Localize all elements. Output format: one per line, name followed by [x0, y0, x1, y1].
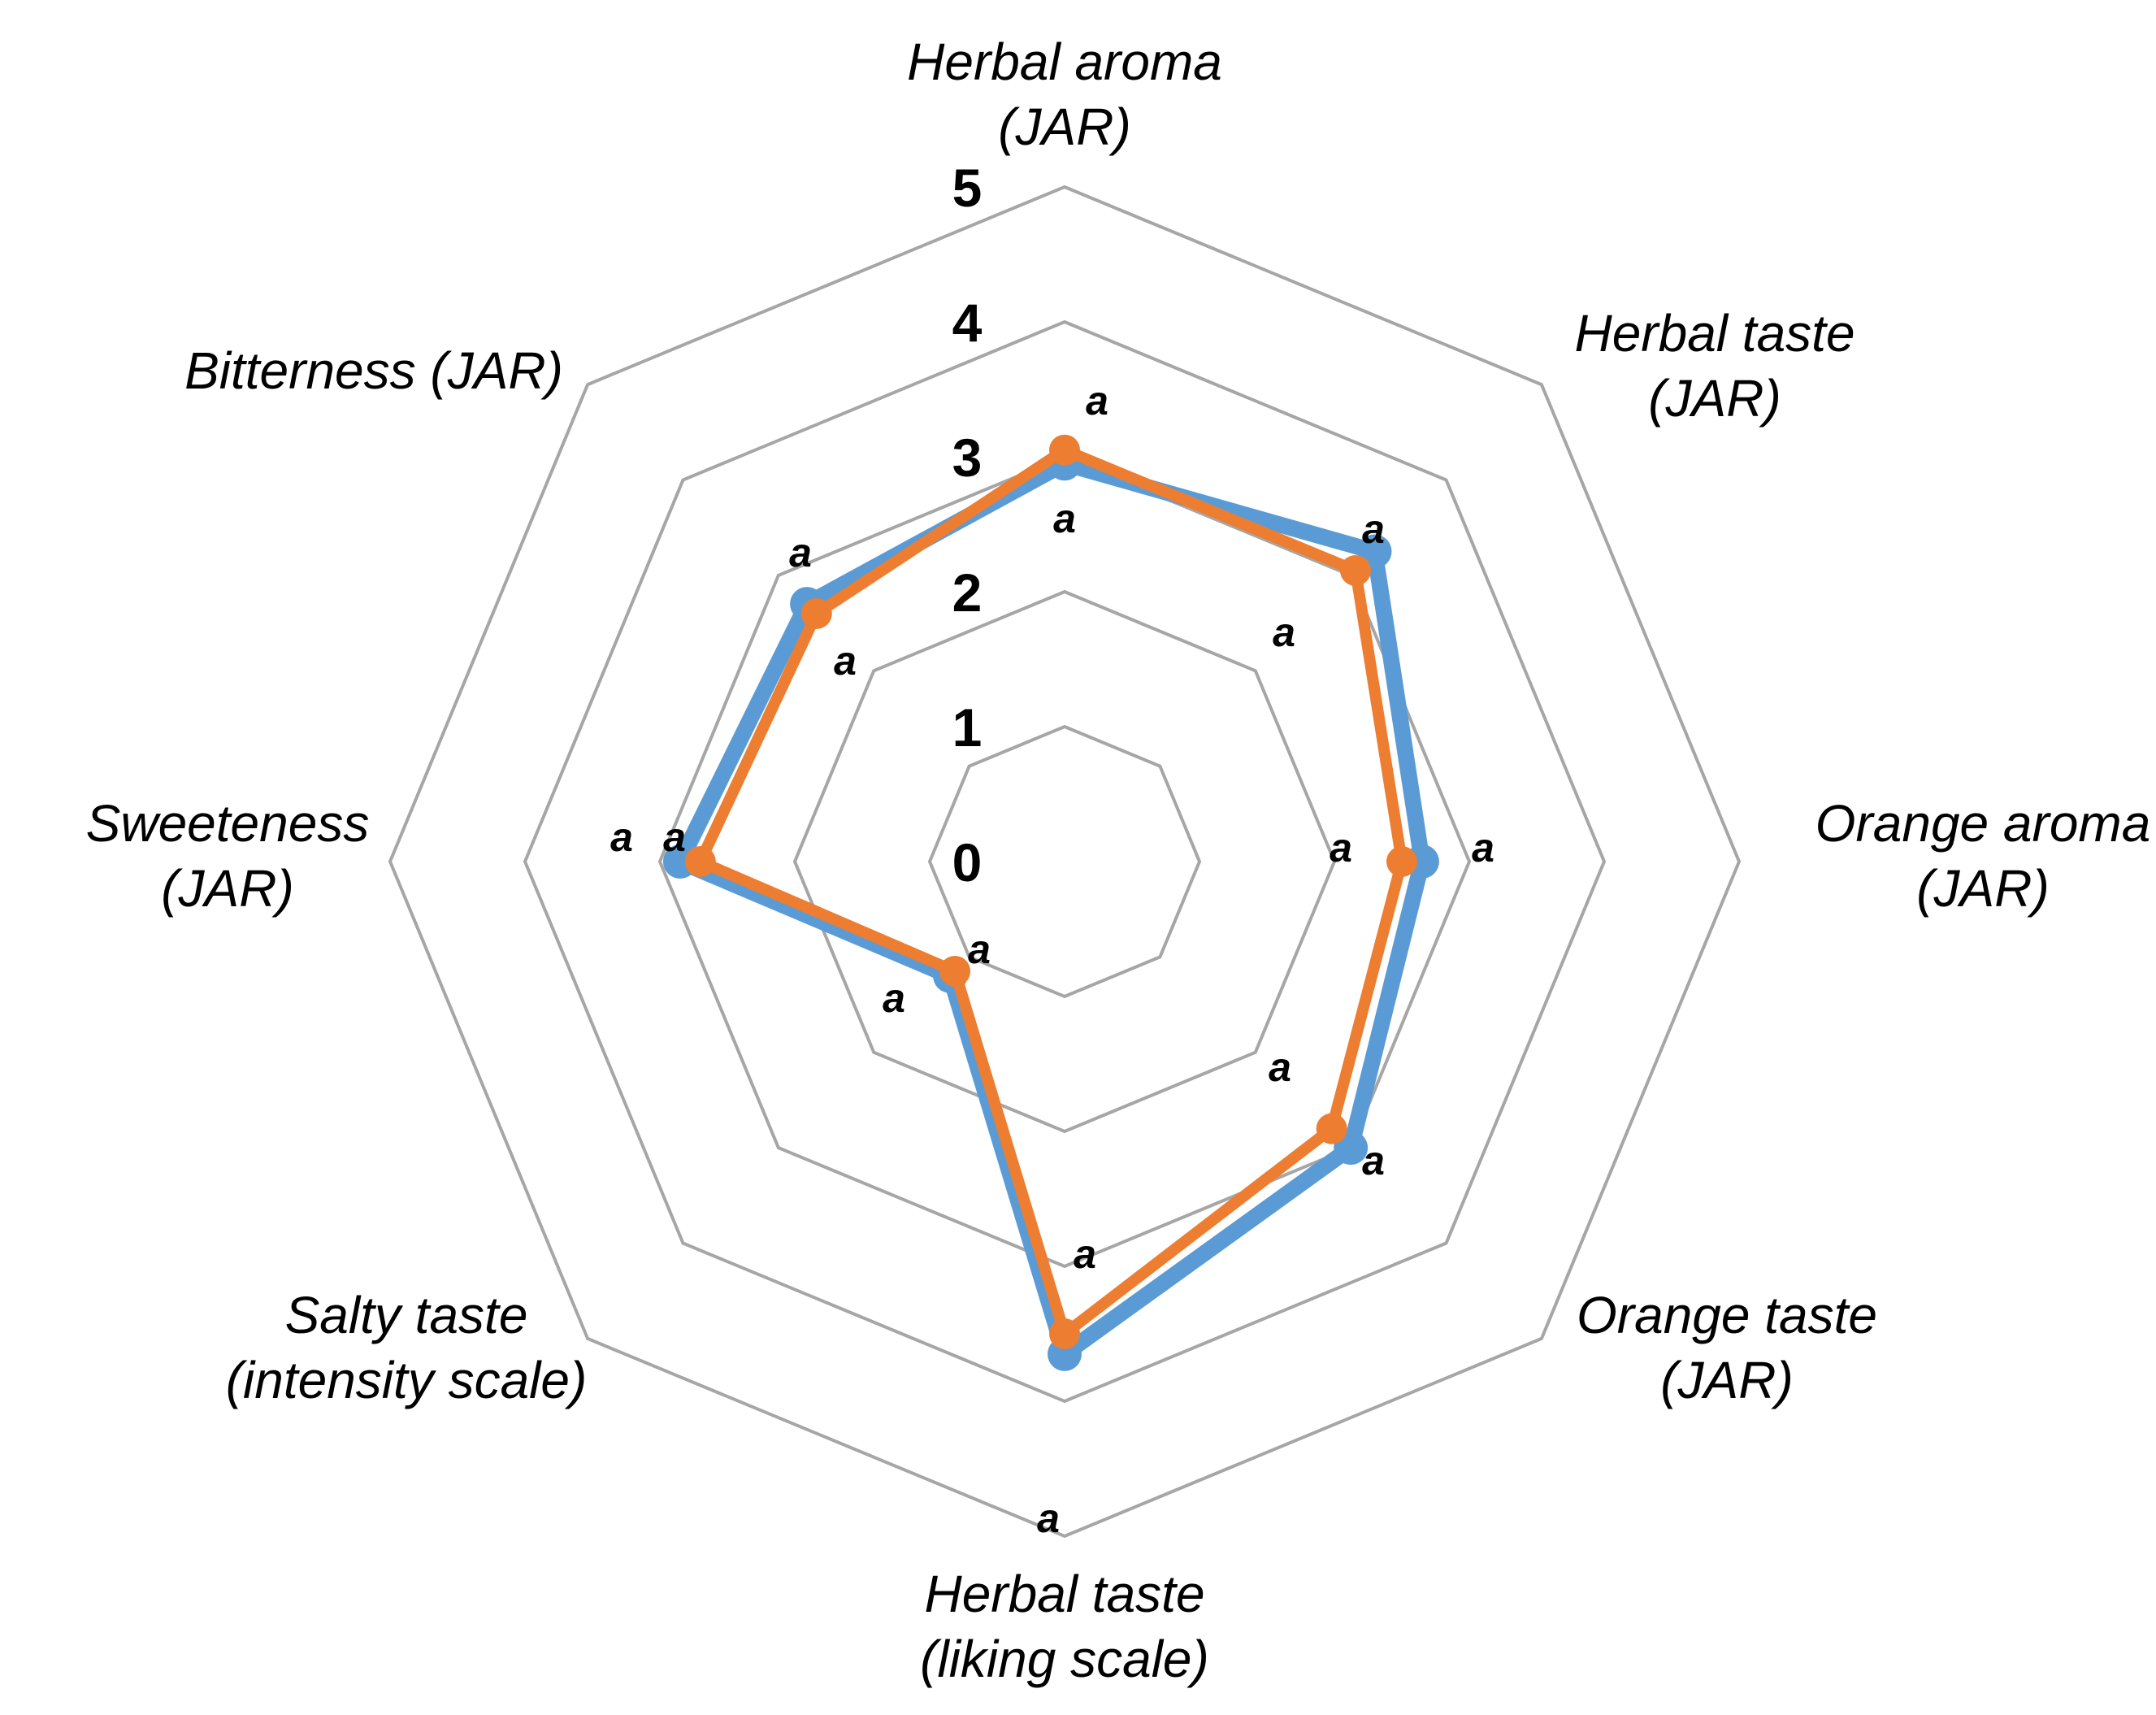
axis-label-line: Herbal taste — [924, 1565, 1204, 1623]
significance-label: a — [789, 530, 812, 575]
series-2-point — [1316, 1113, 1347, 1144]
axis-label: Orange aroma (JAR) — [1815, 794, 2151, 918]
axis-label: Herbal taste (liking scale) — [920, 1565, 1209, 1688]
tick-label: 4 — [952, 293, 983, 353]
series-2-line — [694, 444, 1408, 1339]
significance-label: a — [968, 927, 991, 972]
axis-label-line: (JAR) — [1648, 369, 1781, 428]
tick-label: 1 — [952, 697, 983, 758]
axis-label-line: Sweeteness — [86, 794, 370, 853]
axis-label-line: (liking scale) — [920, 1630, 1209, 1688]
significance-label: a — [1269, 1044, 1291, 1090]
series-2-point — [684, 846, 716, 877]
significance-label: a — [1037, 1496, 1060, 1541]
axis-label-line: Herbal taste — [1574, 304, 1855, 363]
axis-label: Sweeteness (JAR) — [86, 794, 370, 918]
axis-label: Herbal aroma (JAR) — [907, 33, 1222, 156]
series-2-point — [1386, 846, 1417, 877]
axis-label-line: Herbal aroma — [907, 33, 1222, 91]
significance-label: a — [1362, 506, 1385, 552]
axis-label-line: (JAR) — [161, 859, 294, 918]
axis-label-line: Salty taste — [285, 1286, 528, 1344]
significance-label: a — [883, 975, 905, 1021]
tick-label: 2 — [952, 562, 983, 623]
axis-label-line: Bitterness (JAR) — [184, 341, 563, 400]
axis-label-line: (JAR) — [1916, 859, 2050, 918]
significance-label: a — [1074, 1231, 1096, 1277]
grid-ring-4 — [523, 319, 1607, 1404]
tick-label: 5 — [952, 158, 983, 218]
grid-ring-5 — [388, 185, 1742, 1539]
axis-label-line: Orange taste — [1577, 1286, 1877, 1344]
grid-ring-1 — [927, 724, 1202, 999]
series-2-point — [939, 955, 971, 987]
axis-label-line: (JAR) — [1660, 1351, 1794, 1409]
series-2-point — [1049, 434, 1080, 466]
significance-label: a — [1273, 610, 1295, 655]
series-2-point — [1049, 1318, 1080, 1349]
significance-label: a — [1330, 825, 1352, 871]
significance-label: a — [1086, 378, 1108, 423]
axis-label: Orange taste (JAR) — [1577, 1286, 1877, 1409]
axis-label: Herbal taste (JAR) — [1574, 304, 1855, 428]
series-2-point — [800, 597, 832, 629]
significance-label: a — [834, 638, 857, 684]
axis-label-line: (JAR) — [998, 98, 1131, 156]
significance-label: a — [1053, 496, 1076, 541]
significance-label: a — [610, 814, 633, 860]
axis-label-line: Orange aroma — [1815, 794, 2151, 853]
significance-label: a — [1362, 1138, 1385, 1183]
grid-ring-2 — [792, 589, 1337, 1134]
significance-label: a — [663, 814, 686, 860]
series-2-point — [1340, 554, 1372, 586]
axis-label: Bitterness (JAR) — [184, 341, 563, 400]
axis-label-line: (intensity scale) — [226, 1351, 588, 1409]
tick-label: 3 — [952, 428, 983, 488]
axis-label: Salty taste (intensity scale) — [226, 1286, 588, 1409]
tick-label: 0 — [952, 832, 983, 892]
significance-label: a — [1472, 825, 1494, 871]
